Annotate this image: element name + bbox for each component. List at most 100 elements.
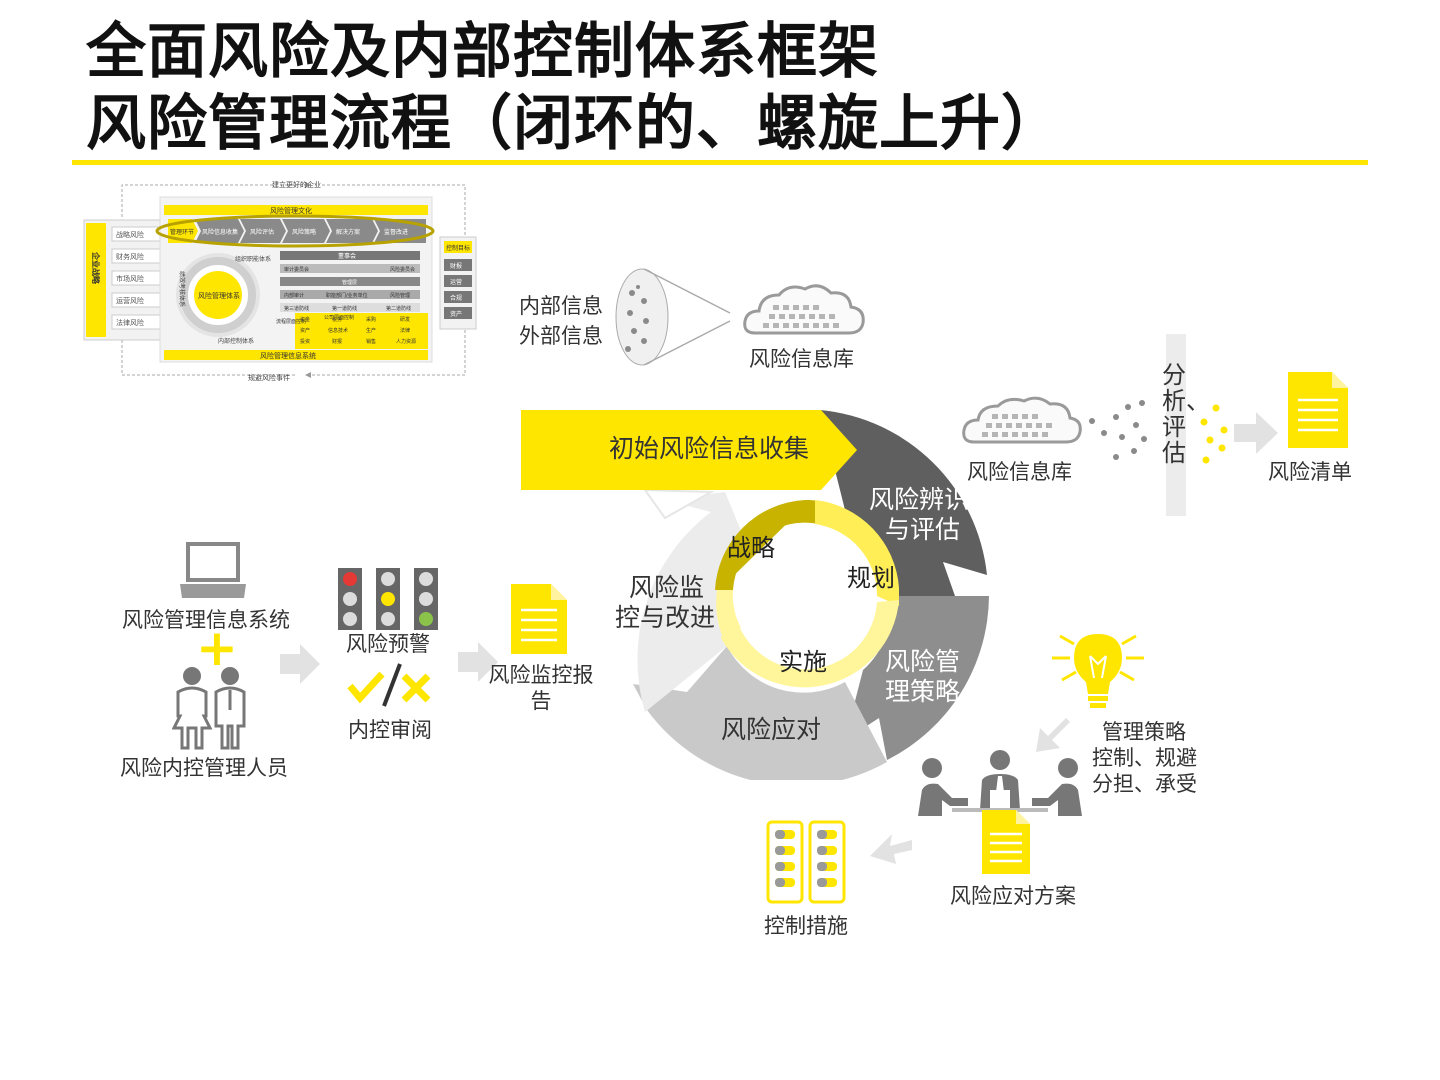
db-right-label: 风险信息库 [967,460,1072,484]
bottom-loop-arrow [305,325,466,378]
measures-label: 控制措施 [764,914,848,938]
initial-collection-label: 初始风险信息收集 [609,434,809,463]
check-cross-icon [347,663,431,707]
system-label: 风险管理信息系统 [122,608,290,632]
org-functions: 职能部门/业务单位 [326,292,368,299]
identify-label-2: 与评估 [885,515,960,544]
analyze-bar [1166,334,1186,516]
yellow-dots-icon [1200,404,1228,464]
report-label: 风险监控报告 [488,663,594,713]
external-info-label: 外部信息 [519,324,603,348]
org-management: 管理层 [342,279,357,286]
bottom-arrow-label: 规避风险事件 [248,373,290,382]
funnel-icon [615,268,731,366]
org-internal-audit: 内部审计 [284,292,304,299]
inner-planning-label: 规划 [847,564,895,592]
process-step: 解决方案 [336,228,360,236]
traffic-lights-icon [338,568,438,630]
laptop-icon [180,542,246,598]
monitor-label-1: 风险监 [629,573,704,602]
risk-type-item: 战略风险 [116,230,144,239]
core-label: 风险管理体系 [198,291,240,300]
response-label: 风险应对 [721,715,821,744]
ring-top-label: 组织职能体系 [235,255,271,263]
grid-cell: 税务 [332,316,342,323]
inner-planning [815,500,899,606]
ring-left-label: 绩效考核体系 [178,271,186,307]
org-line3: 第三道防线 [284,305,309,312]
inner-strategy-label: 战略 [727,534,775,562]
objective-item: 财报 [450,262,462,270]
org-process-control: 流程层面控制 [276,318,306,325]
objective-item: 资产 [450,310,462,318]
org-risk-mgmt: 风险管理 [390,292,410,299]
enterprise-strategy-label: 企业战略 [91,251,101,285]
org-company-control: 公司层面控制 [324,314,354,321]
grid-cell: 资产 [300,327,310,334]
risk-cycle-diagram: 初始风险信息收集 风险辨识 与评估 风险管 理策略 风险应对 风险监 控与改进 … [521,410,989,780]
arrow-right-icon [1234,412,1278,454]
process-grid [295,313,428,349]
title-line-2: 风险管理流程（闭环的、螺旋上升） [86,89,1062,159]
ring-bottom-label: 内部控制体系 [218,337,254,345]
grid-cell: 生产 [366,327,376,334]
grid-cell: 资金 [300,316,310,323]
grid-cell: 人力资源 [396,338,416,345]
plan-document-icon [982,810,1030,874]
arrow-right-icon [458,642,498,682]
culture-label: 风险管理文化 [270,206,312,215]
inner-implementation-label: 实施 [779,648,827,676]
report-document-icon [511,584,567,654]
org-audit-committee: 审计委员会 [284,266,309,273]
process-step: 风险策略 [292,228,316,236]
title-underline [72,160,1368,165]
strategy-label-2: 理策略 [885,677,960,706]
objective-item: 运营 [450,278,462,286]
framework-diagram: 建立更好的企业 规避风险事件 风险管理文化 企业战略 战略风险 财务风险 市场风… [83,180,477,382]
title-line-1: 全面风险及内部控制体系框架 [86,17,879,87]
strategy-item-2: 分担、承受 [1092,772,1197,796]
control-measures-icon [766,820,846,904]
analyze-label: 分析、评估 [1162,361,1210,467]
risk-list-document-icon [1288,372,1348,448]
warning-label: 风险预警 [346,632,430,656]
info-system-bar [164,350,428,360]
org-line1: 第一道防线 [332,305,357,312]
gray-dots-icon [1089,400,1147,460]
info-system-label: 风险管理信息系统 [260,351,316,360]
top-loop-arrow [121,182,311,217]
objective-item: 合规 [450,294,462,302]
review-label: 内控审阅 [348,718,432,742]
grid-cell: 销售 [366,338,376,345]
risk-type-item: 财务风险 [116,252,144,261]
db-top-label: 风险信息库 [749,347,854,371]
process-step: 风险信息收集 [202,228,238,236]
arrow-down-left-icon [1036,718,1070,752]
org-board: 董事会 [338,252,356,260]
grid-cell: 投资 [300,338,310,345]
process-step: 管理环节 [170,228,194,236]
lightbulb-icon [1052,634,1144,708]
plan-label: 风险应对方案 [950,884,1076,908]
segment-identify [820,410,987,596]
enterprise-strategy-bar [86,223,106,337]
people-icon [172,667,246,750]
identify-label-1: 风险辨识 [869,485,969,514]
segment-response [633,646,887,780]
grid-cell: 法律 [400,327,410,334]
grid-cell: 信息技术 [328,327,348,334]
grid-cell: 研发 [400,316,410,323]
monitor-label-2: 控与改进 [615,603,715,632]
org-risk-committee: 风险委员会 [390,266,415,273]
arrow-down-left-icon [870,834,912,864]
strategy-item-1: 控制、规避 [1092,746,1197,770]
internal-info-label: 内部信息 [519,294,603,318]
control-objectives-label: 控制目标 [446,244,470,252]
process-highlight-ellipse [155,214,435,248]
arrow-right-icon [280,644,320,684]
cloud-db-icon [743,284,865,335]
initial-collection-arrow [521,410,857,490]
risk-type-item: 市场风险 [116,274,144,283]
inner-strategy [715,499,845,590]
strategy-title: 管理策略 [1102,720,1186,744]
